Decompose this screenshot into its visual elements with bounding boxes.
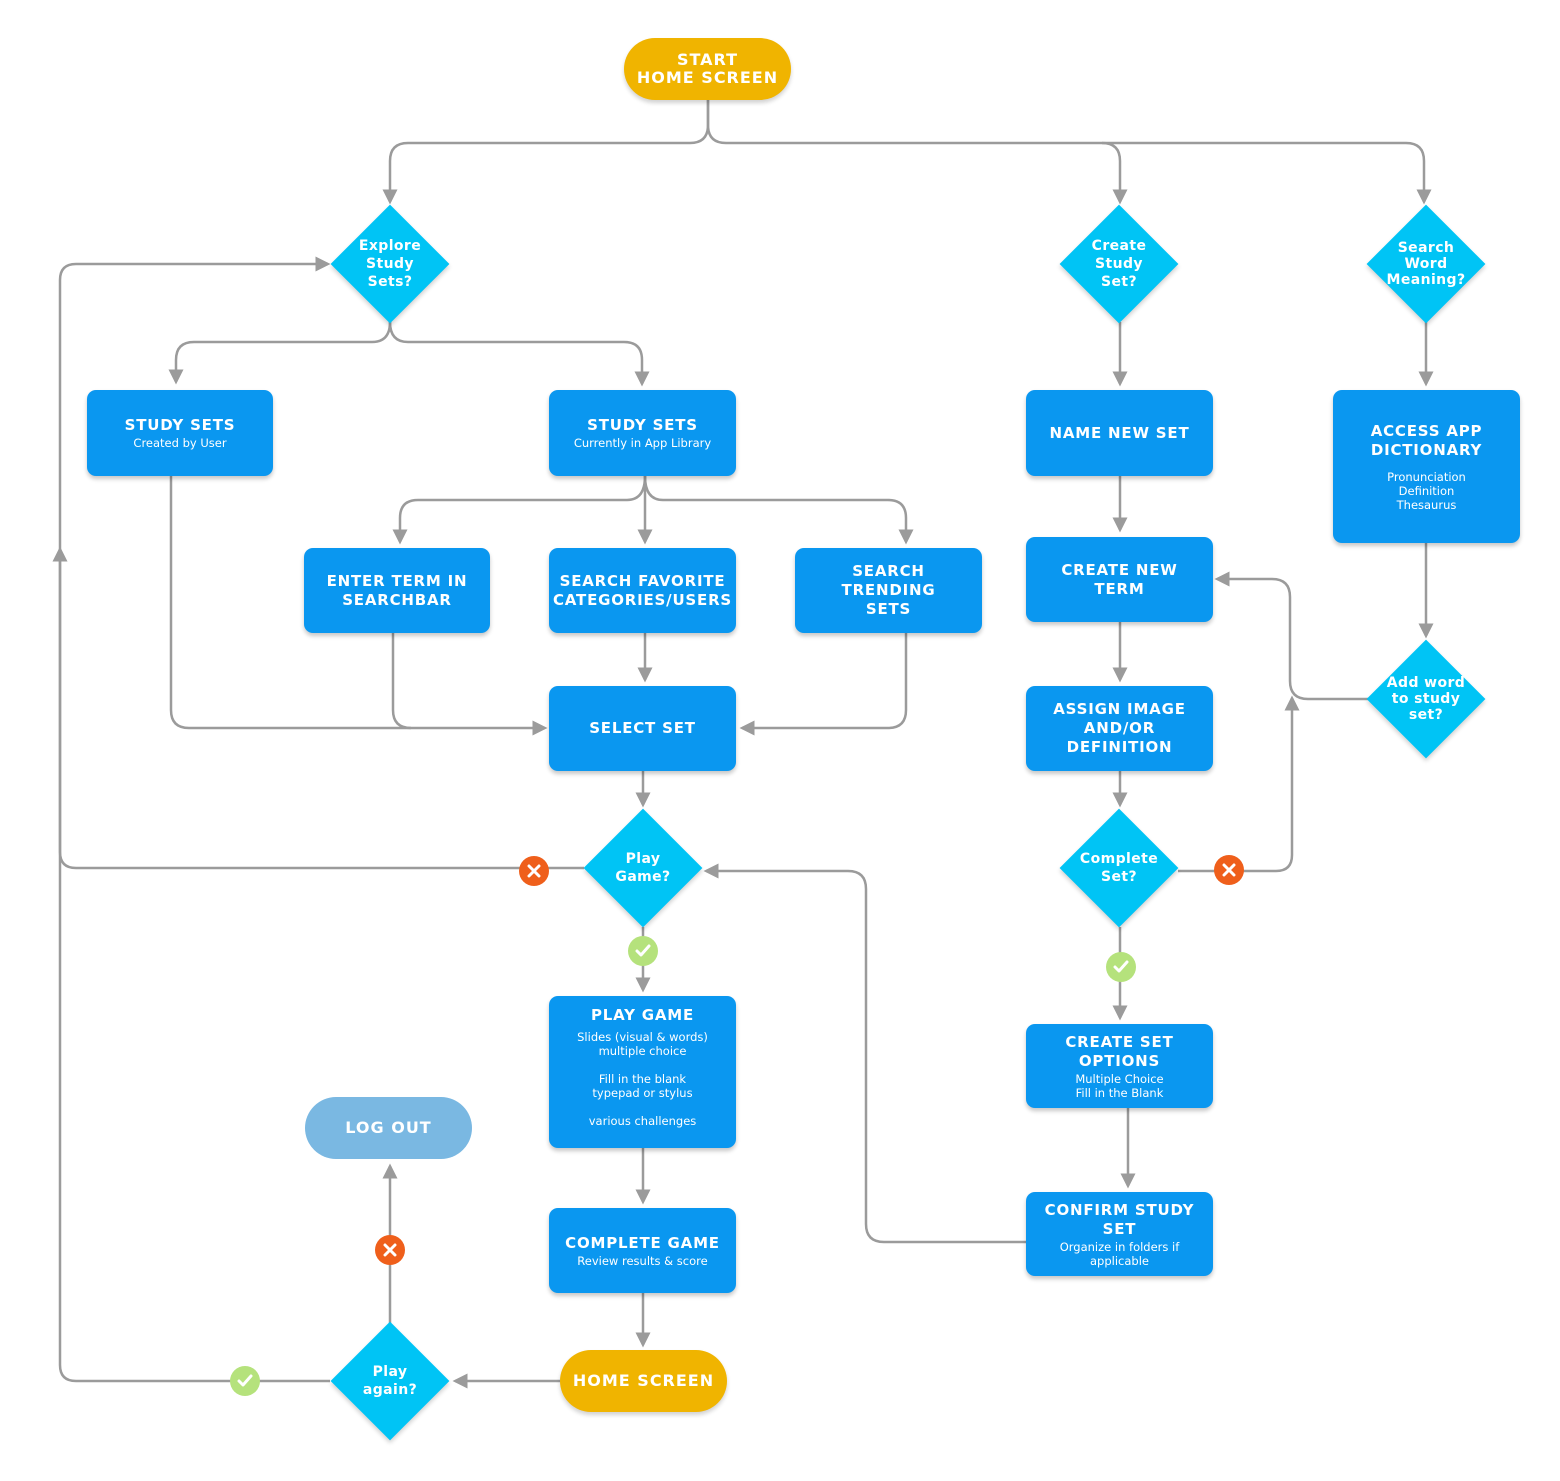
box-subtitle: Organize in folders if applicable	[1059, 1239, 1180, 1268]
assign-image-definition: ASSIGN IMAGE AND/OR DEFINITION	[1026, 686, 1213, 771]
box-title: CREATE SET OPTIONS	[1065, 1032, 1174, 1070]
complete-label: Complete Set?	[1079, 851, 1159, 885]
home-title: HOME SCREEN	[572, 1371, 715, 1390]
user-sets-to-select	[169, 476, 548, 736]
bullet-item: Slides (visual & words) multiple choice	[577, 1030, 708, 1058]
x-icon	[1214, 855, 1244, 885]
check-icon	[230, 1366, 260, 1396]
confirm-to-play-q	[703, 863, 1026, 1244]
search-trending-sets: SEARCH TRENDING SETS	[795, 548, 982, 633]
create-new-term: CREATE NEW TERM	[1026, 537, 1213, 622]
add-word-to-create-term	[1214, 571, 1369, 701]
study-sets-library: STUDY SETS Currently in App Library	[549, 390, 736, 476]
enter-term-in-searchbar: ENTER TERM IN SEARCHBAR	[304, 548, 490, 633]
name-new-set: NAME NEW SET	[1026, 390, 1213, 476]
explore-label: Explore Study Sets?	[358, 238, 422, 290]
box-title: CREATE NEW TERM	[1061, 560, 1178, 598]
play-label: Play Game?	[615, 851, 671, 885]
logout-title: LOG OUT	[345, 1118, 432, 1137]
box-subtitle: Review results & score	[577, 1253, 708, 1268]
select-set: SELECT SET	[549, 686, 736, 771]
complete-game: COMPLETE GAME Review results & score	[549, 1208, 736, 1293]
box-title: STUDY SETS	[587, 416, 698, 434]
box-subtitle: Multiple Choice Fill in the Blank	[1075, 1071, 1164, 1100]
access-app-dictionary: ACCESS APP DICTIONARY Pronunciation Defi…	[1333, 390, 1520, 543]
play-again-yes-loop	[52, 546, 330, 1383]
explore-to-library-sets	[388, 321, 650, 387]
play-again-decision: Play again?	[330, 1321, 450, 1441]
complete-q-no-loop	[1178, 695, 1300, 873]
start-to-create	[706, 100, 1128, 205]
play-game-decision: Play Game?	[583, 808, 703, 928]
add-word-label: Add word to study set?	[1386, 675, 1466, 723]
search-word-meaning-decision: Search Word Meaning?	[1366, 204, 1486, 324]
box-title: CONFIRM STUDY SET	[1044, 1200, 1195, 1238]
start-title: START HOME SCREEN	[636, 50, 779, 87]
confirm-study-set: CONFIRM STUDY SET Organize in folders if…	[1026, 1192, 1213, 1276]
start-to-search	[1102, 141, 1432, 205]
box-title: SEARCH TRENDING SETS	[841, 562, 936, 618]
search-favorite-categories: SEARCH FAVORITE CATEGORIES/USERS	[549, 548, 736, 633]
create-set-options: CREATE SET OPTIONS Multiple Choice Fill …	[1026, 1024, 1213, 1108]
log-out: LOG OUT	[305, 1097, 472, 1159]
check-icon	[628, 936, 658, 966]
box-title: ACCESS APP DICTIONARY	[1370, 421, 1483, 459]
box-title: NAME NEW SET	[1049, 423, 1190, 442]
box-subtitle: Created by User	[133, 436, 227, 450]
complete-set-decision: Complete Set?	[1059, 808, 1179, 928]
box-subtitle: Currently in App Library	[573, 436, 712, 450]
enter-term-to-select	[391, 633, 412, 730]
bullet-item: Fill in the blank typepad or stylus	[592, 1072, 693, 1100]
start-to-explore	[382, 100, 710, 205]
explore-study-sets-decision: Explore Study Sets?	[330, 204, 450, 324]
start-home-screen: START HOME SCREEN	[624, 38, 791, 100]
check-icon	[1106, 952, 1136, 982]
library-to-enter-term	[392, 475, 647, 545]
add-word-decision: Add word to study set?	[1366, 639, 1486, 759]
search-trend-to-select	[739, 633, 908, 736]
study-sets-user: STUDY SETS Created by User	[87, 390, 273, 476]
create-study-set-decision: Create Study Set?	[1059, 204, 1179, 324]
explore-to-user-sets	[168, 321, 392, 385]
x-icon	[519, 856, 549, 886]
box-subtitle: Pronunciation Definition Thesaurus	[1387, 469, 1466, 512]
box-title: PLAY GAME	[590, 1006, 695, 1024]
search-label: Search Word Meaning?	[1386, 240, 1466, 288]
create-label: Create Study Set?	[1091, 238, 1147, 290]
play-again-label: Play again?	[362, 1364, 418, 1398]
box-title: SEARCH FAVORITE CATEGORIES/USERS	[552, 571, 733, 609]
box-title: ENTER TERM IN SEARCHBAR	[326, 571, 468, 609]
box-title: SELECT SET	[589, 719, 696, 737]
x-icon	[375, 1235, 405, 1265]
home-screen: HOME SCREEN	[560, 1350, 727, 1412]
box-title: COMPLETE GAME	[565, 1233, 720, 1252]
library-to-search-trend	[643, 475, 914, 545]
play-game: PLAY GAME Slides (visual & words) multip…	[549, 996, 736, 1148]
bullet-item: various challenges	[588, 1114, 697, 1128]
box-title: ASSIGN IMAGE AND/OR DEFINITION	[1053, 700, 1186, 756]
play-game-bullets: Slides (visual & words) multiple choice …	[577, 1030, 708, 1128]
box-title: STUDY SETS	[124, 416, 236, 434]
